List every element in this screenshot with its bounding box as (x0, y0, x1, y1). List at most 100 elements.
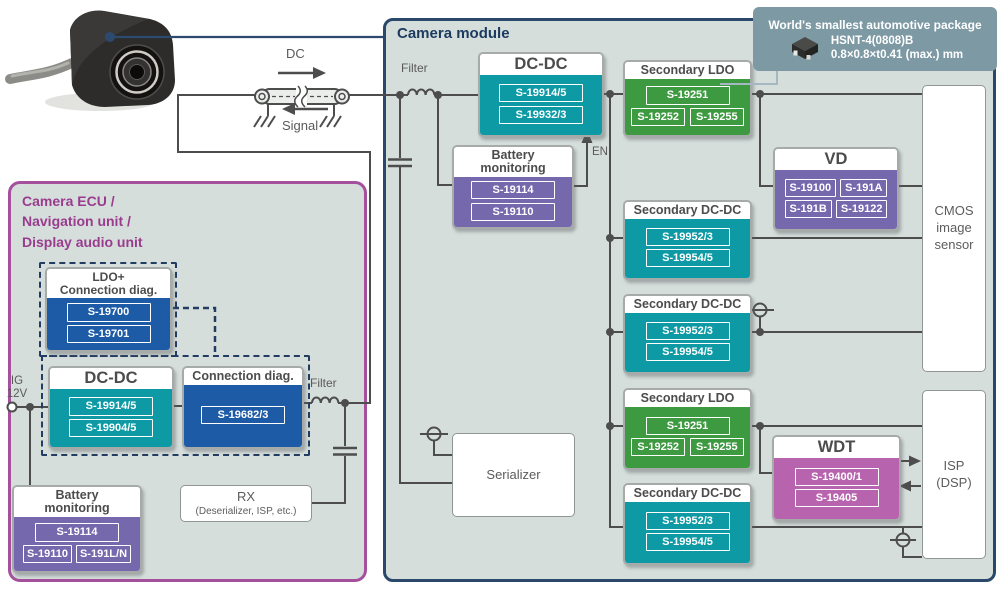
wdt-to-isp-arrowhead (909, 455, 921, 467)
wire-serializer-terminal (420, 433, 452, 456)
part-number: S-19114 (35, 523, 119, 542)
dashed-link (173, 306, 217, 355)
block-title: WDT (774, 437, 899, 459)
part-number: S-19952/3 (645, 227, 730, 247)
capacitor-icon (333, 446, 357, 456)
ground-icon (253, 115, 276, 128)
part-number: S-19701 (66, 324, 151, 343)
wire-cap-to-rx (310, 403, 346, 504)
coax-cable-symbol (253, 67, 350, 128)
secondary-dcdc-1-block: Secondary DC-DC S-19952/3 S-19954/5 (623, 200, 752, 280)
wire-ldo-bottom (748, 425, 922, 474)
part-number: S-19904/5 (69, 418, 153, 437)
part-number: S-19110 (471, 203, 555, 222)
block-title-line: monitoring (44, 501, 110, 516)
part-number: S-19952/3 (645, 511, 730, 531)
inductor-icon (311, 396, 340, 404)
part-number: S-19932/3 (499, 106, 583, 125)
isp-to-wdt-arrowhead (899, 480, 911, 492)
ecu-dcdc-block: DC-DC S-19914/5 S-19904/5 (48, 366, 174, 449)
cmos-label-line: image (936, 220, 972, 236)
block-title: VD (775, 149, 897, 171)
part-number: S-19252 (631, 107, 685, 126)
wire-power-bus (600, 93, 623, 528)
block-title-line: LDO+ (92, 270, 125, 284)
isp-label-line: (DSP) (936, 474, 972, 490)
signal-label: Signal (282, 118, 319, 133)
rx-box: RX (Deserializer, ISP, etc.) (180, 485, 312, 522)
part-number: S-19700 (66, 303, 151, 322)
part-number: S-19251 (645, 416, 730, 436)
wire-ecu-to-coax (177, 94, 371, 404)
junction-dots (26, 90, 764, 430)
part-number: S-19954/5 (645, 249, 730, 268)
block-title: DC-DC (480, 54, 602, 76)
part-number: S-19682/3 (201, 405, 285, 425)
chip-package-icon (791, 36, 818, 59)
rx-sublabel: (Deserializer, ISP, etc.) (195, 506, 297, 518)
block-title-line: Battery (491, 148, 535, 162)
isp-label-line: ISP (943, 457, 965, 473)
cmos-image-sensor-box: CMOS image sensor (922, 85, 986, 372)
terminal-icon (752, 302, 768, 318)
secondary-ldo-top-block: Secondary LDO S-19251 S-19252 S-19255 (623, 60, 752, 137)
secondary-dcdc-3-block: Secondary DC-DC S-19952/3 S-19954/5 (623, 483, 752, 565)
part-number: S-191L/N (75, 544, 132, 563)
ig-12v-label: IG 12V (6, 375, 28, 400)
package-size: 0.8×0.8×t0.41 (max.) mm (830, 49, 964, 61)
block-title: Secondary LDO (625, 390, 750, 408)
dc-label: DC (286, 46, 305, 61)
part-number: S-19122 (835, 200, 888, 219)
en-label: EN (592, 146, 608, 158)
isp-dsp-box: ISP (DSP) (922, 390, 986, 559)
camera-pointer-line (105, 32, 383, 42)
ecu-title-line: Navigation unit / (22, 213, 131, 230)
block-title: DC-DC (50, 368, 172, 390)
block-title-line: monitoring (480, 161, 546, 176)
part-number: S-191B (784, 200, 832, 219)
block-title-line: Battery (55, 488, 99, 502)
part-number: S-19255 (690, 107, 744, 126)
capacitor-icon (388, 158, 412, 168)
wire-sec-dcdc2 (746, 309, 922, 333)
wire-sec-dcdc3 (748, 526, 922, 558)
ecu-title-line: Camera ECU / (22, 193, 115, 209)
dcdc-connection-dashed-group (41, 355, 310, 456)
part-number: S-19914/5 (69, 397, 153, 416)
secondary-dcdc-2-block: Secondary DC-DC S-19952/3 S-19954/5 (623, 294, 752, 374)
terminal-icon (895, 532, 911, 548)
block-title: Secondary DC-DC (625, 202, 750, 220)
ecu-ldo-connection-block: LDO+ Connection diag. S-19700 S-19701 (45, 267, 172, 352)
camera-module-title: Camera module (397, 25, 510, 42)
part-number: S-19255 (690, 438, 744, 457)
ecu-connection-diag-block: Connection diag. S-19682/3 (182, 366, 304, 449)
cmos-label-line: sensor (934, 236, 974, 252)
block-title: Secondary DC-DC (625, 296, 750, 314)
part-number: S-191A (840, 178, 888, 198)
part-number: S-19400/1 (794, 467, 879, 487)
ecu-filter-label: Filter (310, 376, 337, 390)
block-title: Secondary DC-DC (625, 485, 750, 503)
ground-icon (319, 115, 342, 128)
serializer-box: Serializer (452, 433, 575, 517)
part-number: S-19952/3 (645, 321, 730, 341)
cm-filter-label: Filter (401, 61, 428, 75)
package-name: HSNT-4(0808)B (830, 34, 914, 47)
package-callout: World's smallest automotive package HSNT… (753, 7, 997, 71)
part-number: S-19914/5 (499, 83, 583, 103)
ecu-title-line: Display audio unit (22, 233, 143, 250)
wire-ldo-top (748, 93, 922, 187)
cm-dcdc-block: DC-DC S-19914/5 S-19932/3 (478, 52, 604, 137)
cm-battery-monitoring-block: Battery monitoring S-19114 S-19110 (452, 145, 574, 229)
terminal-icon (426, 426, 442, 442)
part-number: S-19251 (645, 86, 730, 105)
serializer-label: Serializer (486, 466, 541, 482)
block-title: Secondary LDO (625, 62, 750, 80)
camera-photo (5, 10, 175, 111)
part-number: S-19954/5 (645, 533, 730, 552)
wire-to-battery-monitoring (437, 95, 452, 186)
ig-terminal-icon (6, 401, 18, 413)
wire-en (570, 140, 588, 187)
part-number: S-19405 (794, 489, 879, 508)
